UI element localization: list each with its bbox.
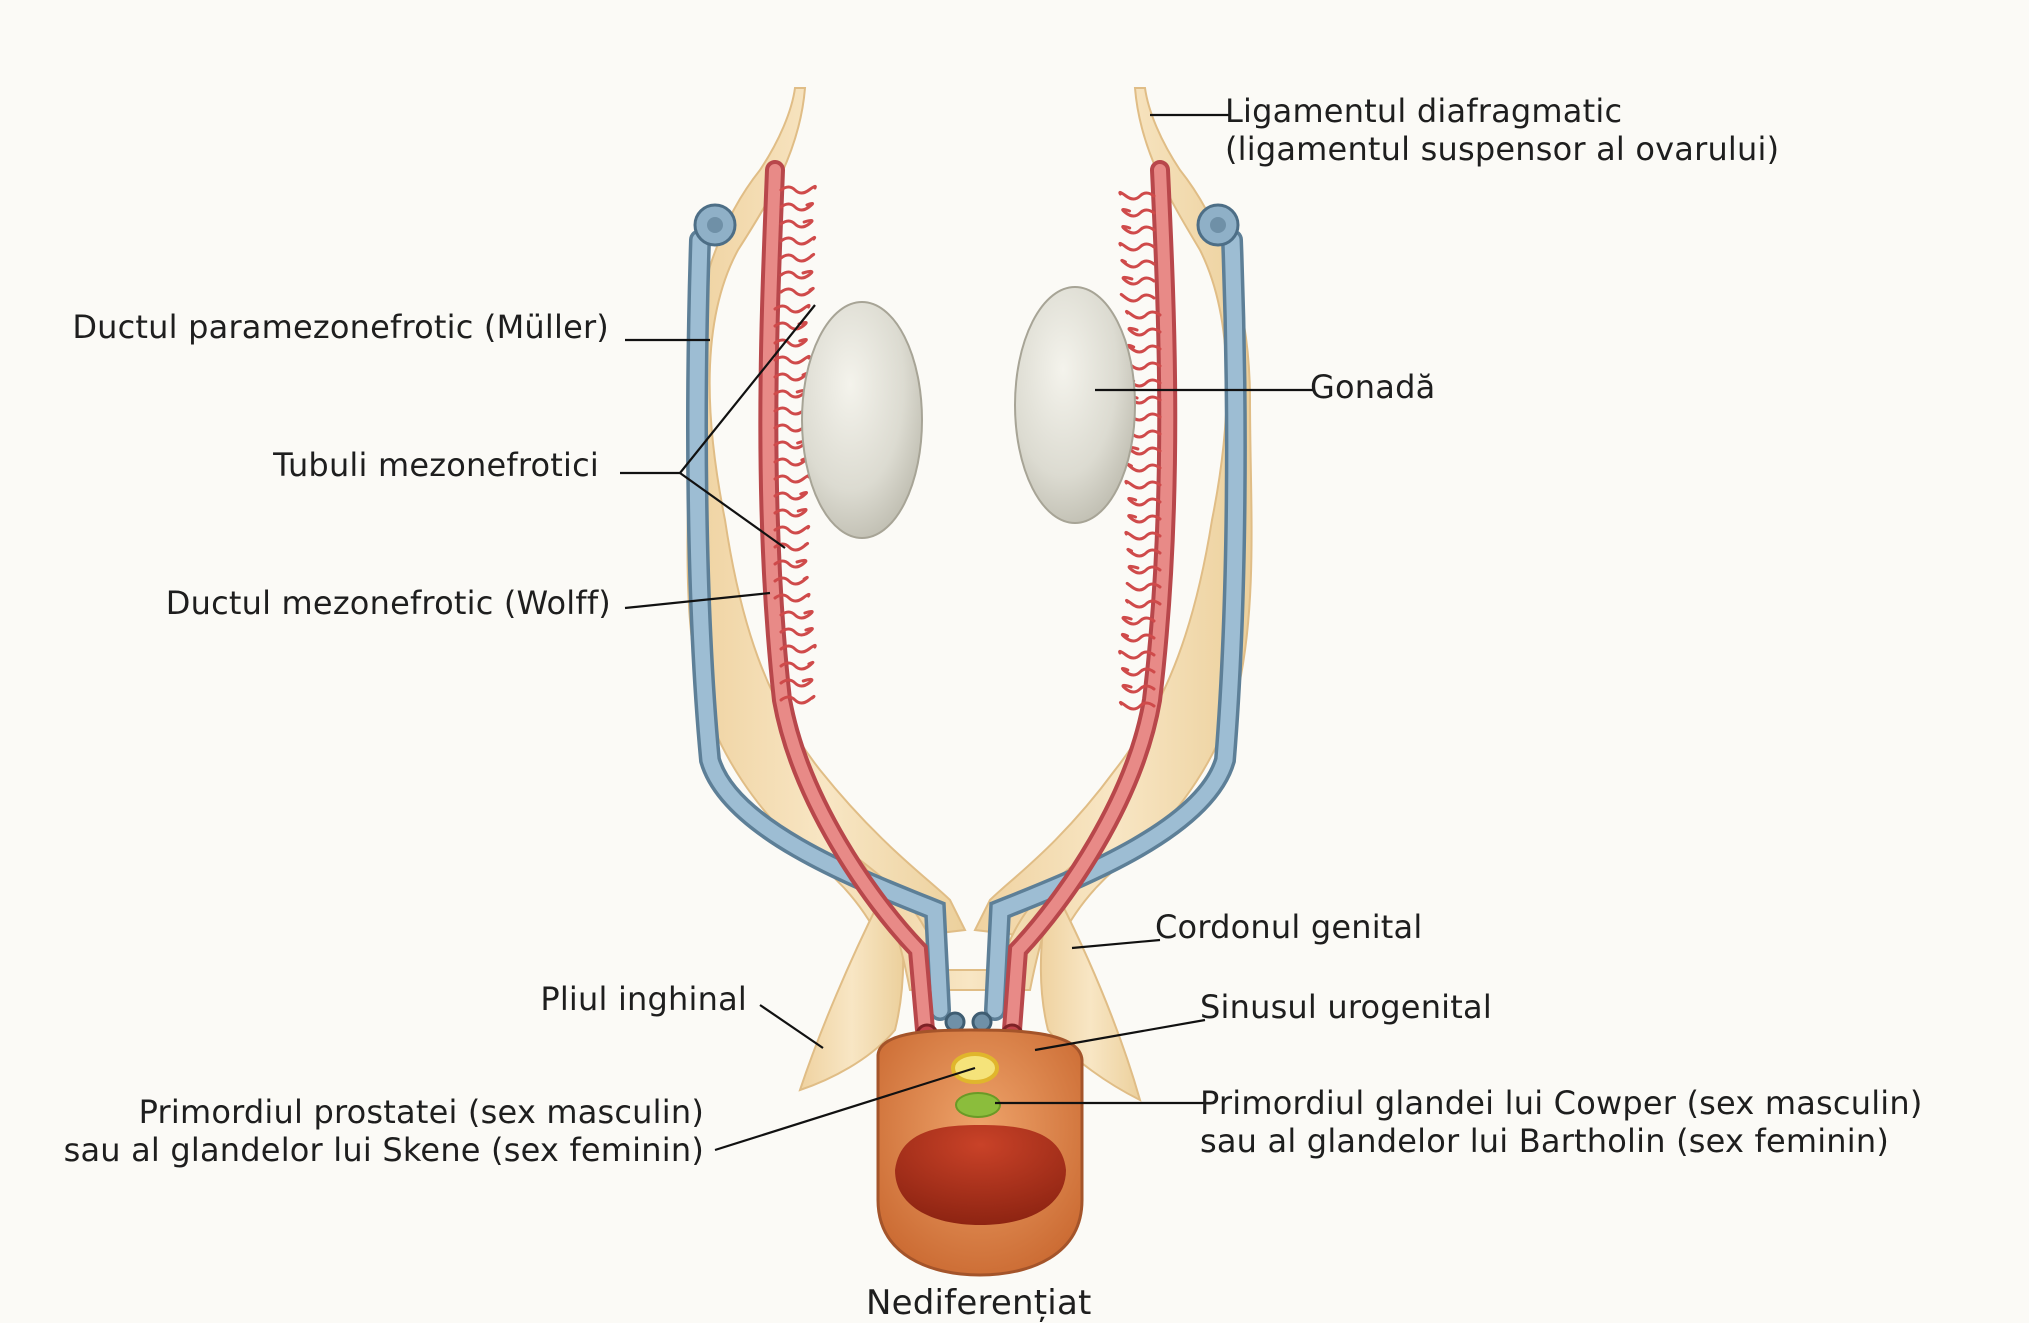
label-cowper-line1: Primordiul glandei lui Cowper (sex mascu…	[1200, 1084, 1923, 1122]
leader-cordon	[1071, 938, 1161, 950]
tubule	[773, 337, 808, 348]
tubule	[1118, 649, 1156, 660]
tubule	[1126, 547, 1162, 558]
tubule	[1127, 445, 1162, 456]
label-gonada: Gonadă	[1310, 368, 1436, 406]
tubule	[1127, 496, 1162, 507]
label-ligament: Ligamentul diafragmatic (ligamentul susp…	[1225, 92, 1779, 168]
label-pliul: Pliul inghinal	[540, 980, 747, 1018]
leader-wolff	[624, 591, 771, 610]
cowper-primordium	[955, 1092, 1001, 1118]
tubule	[1124, 309, 1162, 320]
tubule	[1118, 241, 1156, 252]
tubule	[1127, 513, 1162, 524]
left-gonad	[801, 301, 923, 539]
tubule	[773, 371, 809, 382]
tubule	[1119, 292, 1156, 303]
urogenital-sinus	[876, 1028, 1084, 1277]
tubule	[773, 575, 809, 586]
tubule	[779, 252, 816, 263]
tubule	[1120, 632, 1156, 643]
tubule	[779, 660, 815, 671]
tubule	[779, 626, 814, 637]
tubule	[779, 643, 817, 654]
tubule	[773, 490, 808, 501]
label-prostata-line2: sau al glandelor lui Skene (sex feminin)	[63, 1131, 704, 1169]
leader-sinus	[1034, 1018, 1206, 1052]
leader-tubuli-branch	[679, 472, 786, 549]
tubule	[773, 473, 811, 484]
tubule	[773, 439, 808, 450]
tubule	[1120, 258, 1156, 269]
tubule	[773, 388, 808, 399]
label-cordon: Cordonul genital	[1155, 908, 1423, 946]
tubule	[1121, 275, 1156, 286]
tubule	[1118, 700, 1156, 711]
inguinal-fold-left	[798, 898, 905, 1092]
tubule	[1121, 224, 1156, 235]
tubule	[779, 694, 816, 705]
tubule	[773, 354, 811, 365]
label-cowper-line2: sau al glandelor lui Bartholin (sex femi…	[1200, 1122, 1890, 1160]
tubule	[1121, 207, 1156, 218]
label-wolff: Ductul mezonefrotic (Wolff)	[165, 584, 611, 622]
tubule	[779, 677, 814, 688]
tubule	[779, 201, 814, 212]
tubule	[779, 269, 814, 280]
tubule	[1124, 479, 1162, 490]
leader-lines	[620, 113, 1315, 1152]
leader-tubuli	[620, 304, 816, 475]
label-caption: Nediferențiat	[866, 1283, 1092, 1323]
leader-prostata	[714, 1066, 976, 1152]
tubule	[1125, 581, 1162, 592]
label-prostata: Primordiul prostatei (sex masculin) sau …	[64, 1093, 704, 1169]
tubule	[1126, 462, 1162, 473]
tubule	[1121, 683, 1156, 694]
inguinal-fold-right	[1039, 898, 1142, 1102]
tubule	[1127, 326, 1162, 337]
tubule	[1125, 598, 1162, 609]
tubule	[773, 507, 808, 518]
tubule	[1124, 530, 1162, 541]
mesonephric-tubules	[773, 184, 1162, 711]
label-muller: Ductul paramezonefrotic (Müller)	[72, 308, 609, 346]
tubule	[1118, 190, 1156, 201]
tubule	[773, 592, 811, 603]
tubule	[1120, 666, 1156, 677]
tubule	[1126, 343, 1162, 354]
tubule	[1121, 615, 1156, 626]
label-ligament-line1: Ligamentul diafragmatic	[1225, 92, 1623, 130]
tubule	[779, 184, 817, 195]
label-cowper: Primordiul glandei lui Cowper (sex mascu…	[1200, 1084, 1923, 1160]
tubule	[773, 456, 809, 467]
tubule	[773, 558, 808, 569]
tubule	[773, 524, 811, 535]
label-tubuli: Tubuli mezonefrotici	[273, 446, 599, 484]
label-sinus: Sinusul urogenital	[1200, 988, 1492, 1026]
tubule	[1127, 564, 1162, 575]
mesonephric-ducts	[758, 160, 1178, 1040]
tubule	[773, 303, 811, 314]
tubule	[779, 235, 817, 246]
label-ligament-line2: (ligamentul suspensor al ovarului)	[1225, 130, 1780, 168]
label-prostata-line1: Primordiul prostatei (sex masculin)	[138, 1093, 704, 1131]
tubule	[779, 286, 815, 297]
tubule	[779, 218, 814, 229]
leader-pliul	[759, 1004, 824, 1049]
tubule	[773, 541, 810, 552]
tubule	[779, 609, 814, 620]
right-gonad	[1014, 286, 1136, 524]
